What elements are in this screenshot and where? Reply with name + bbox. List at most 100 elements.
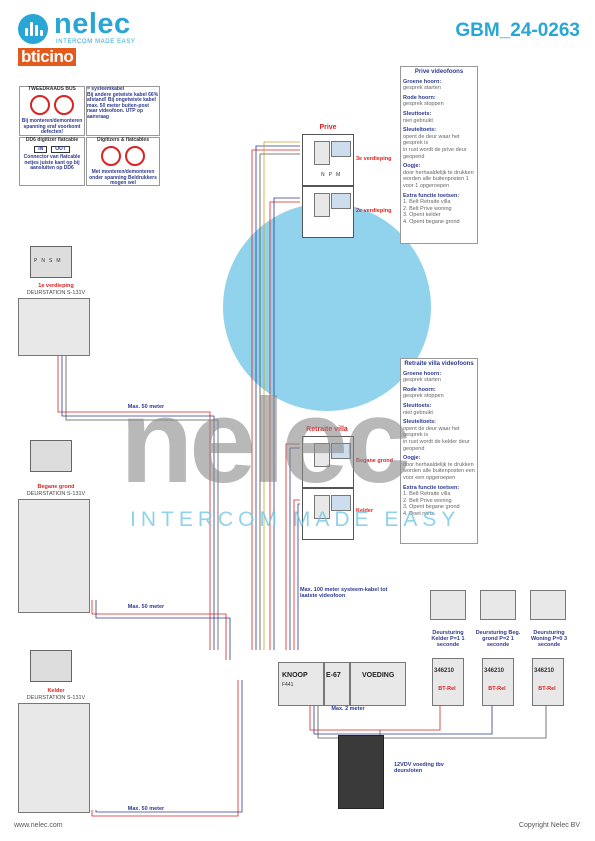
voeding-module [350, 662, 406, 706]
footer-copyright: Copyright Nelec BV [518, 822, 580, 829]
station3-name: DEURSTATION S-131V [26, 695, 86, 701]
dd6-out-label: OUT [51, 145, 70, 154]
videofoon-screen [331, 141, 351, 157]
door-station-3 [18, 703, 90, 813]
door-station-2 [18, 499, 90, 613]
terminal-letter: N [41, 258, 45, 264]
panel-letter: P [328, 172, 332, 178]
warning-flatcable: Digitizers & flatcables Met monteren/dem… [86, 137, 160, 186]
relay-2-tag: BT-Rel [488, 686, 506, 692]
warning-bus: TWEEDRAADS BUS Bij monteren/demonteren s… [19, 86, 85, 136]
terminal-block [314, 141, 330, 165]
relay-2-terminal [480, 590, 516, 620]
nelec-logo-icon [18, 14, 48, 44]
note-line: 4. Opent begane grond [403, 218, 460, 225]
warning-cable: = systeemkabel Bij andere getwiste kabel… [86, 86, 160, 136]
relay-1 [432, 658, 464, 706]
note-line: door herhaaldelijk te drukken worden all… [403, 169, 474, 189]
station1-floor: 1e verdieping [38, 283, 74, 289]
warning-flatcable-text: Met monteren/demonteren onder spanning B… [89, 169, 157, 187]
warning-cable-text: Bij andere getwiste kabel 66% afstand! B… [87, 91, 159, 120]
panel-letter: N [321, 172, 325, 178]
brand-tagline: INTERCOM MADE EASY [56, 39, 136, 45]
note-line: gesprek stoppen [403, 101, 444, 108]
kelder-villa-label: Kelder [356, 508, 374, 514]
max2-label: Max. 2 meter [331, 706, 365, 712]
bticino-logo: bticino [18, 48, 77, 66]
prive-notes: Prive videofoons Groene hoorn:gesprek st… [400, 66, 478, 244]
note-line: 3. Opent begane grond [403, 504, 460, 511]
note-heading: Sleuttoets: [403, 402, 432, 409]
warning-dd6: DD6 digitizer flatcable IN OUT Connector… [19, 137, 85, 186]
note-line: 4. Doet niets [403, 510, 434, 517]
e67-module [324, 662, 350, 706]
videofoon-villa-kelder [302, 488, 354, 540]
panel-letter: M [335, 172, 341, 178]
videofoon-prive-2 [302, 186, 354, 238]
dd6-in-label: IN [34, 145, 48, 154]
relay-1-terminal [430, 590, 466, 620]
note-line: 1. Belt Retraite villa [403, 199, 451, 206]
power-supply [338, 735, 384, 809]
max50-b: Max. 50 meter [127, 604, 165, 610]
terminal-letter: P [34, 258, 38, 264]
prive-notes-title: Prive videofoons [414, 69, 464, 75]
videofoon-screen [331, 495, 351, 511]
prive-label: Prive [319, 124, 337, 131]
door-station-1 [18, 298, 90, 356]
terminal-block [314, 193, 330, 217]
note-heading: Groene hoorn: [403, 78, 442, 85]
station3-floor: Kelder [47, 688, 65, 694]
note-heading: Oogje: [403, 455, 421, 462]
max50-a: Max. 50 meter [127, 404, 165, 410]
terminal-letter: M [56, 258, 61, 264]
note-line: 2. Belt Prive woning [403, 205, 452, 212]
station2-name: DEURSTATION S-131V [26, 491, 86, 497]
floor2-label: 2e verdieping [356, 208, 392, 214]
note-line: niet gebruikt [403, 409, 433, 416]
psu-label: 12VDV voeding tbv deursloten [394, 762, 444, 774]
no-entry-icon [101, 145, 121, 166]
note-heading: Sleuteltoets: [403, 127, 437, 134]
relay-3-code: 346210 [534, 668, 555, 674]
relay-3-terminal [530, 590, 566, 620]
max50-c: Max. 50 meter [127, 806, 165, 812]
videofoon-screen [331, 193, 351, 209]
knoop-label: KNOOP [282, 672, 308, 679]
note-heading: Extra functie toetsen: [403, 192, 460, 199]
relay-2-code: 346210 [484, 668, 505, 674]
e67-label: E-67 [326, 672, 341, 679]
note-line: 2. Belt Prive woning [403, 497, 452, 504]
note-line: in rust wordt de prive deur geopend [403, 146, 467, 160]
note-heading: Sleuttoets: [403, 110, 432, 117]
note-line: opent de deur waar het gesprek is [403, 425, 460, 439]
relay-2 [482, 658, 514, 706]
knoop-code: F441 [282, 682, 294, 688]
relay-1-code: 346210 [434, 668, 455, 674]
note-line: gesprek starten [403, 377, 441, 384]
note-line: 1. Belt Retraite villa [403, 491, 451, 498]
floor3-label: 3e verdieping [356, 156, 392, 162]
warning-flatcable-title: Digitizers & flatcables [97, 137, 149, 143]
panel-tags: N P M [321, 172, 340, 178]
note-line: gesprek starten [403, 85, 441, 92]
warning-dd6-title: DD6 digitizer flatcable [25, 137, 79, 143]
terminal-block [314, 443, 330, 467]
no-entry-icon [54, 94, 74, 115]
terminal-block [314, 495, 330, 519]
note-line: 3. Opent kelder [403, 212, 441, 219]
note-line: gesprek stoppen [403, 393, 444, 400]
relay-3 [532, 658, 564, 706]
footer-url: www.nelec.com [14, 822, 63, 829]
villa-notes: Retraite villa videofoons Groene hoorn:g… [400, 358, 478, 544]
note-heading: Extra functie toetsen: [403, 484, 460, 491]
relay-1-tag: BT-Rel [438, 686, 456, 692]
voeding-label: VOEDING [362, 672, 395, 679]
note-line: in rust wordt de kelder deur geopend [403, 438, 470, 452]
warning-bus-text: Bij monteren/demonteren spanning eraf vo… [21, 118, 83, 136]
villa-notes-title: Retraite villa videofoons [404, 361, 474, 367]
relay-1-label: Deursturing Kelder P=1 1 seconde [431, 630, 465, 648]
note-line: niet gebruikt [403, 117, 433, 124]
begane-label: Begane grond [356, 458, 393, 464]
